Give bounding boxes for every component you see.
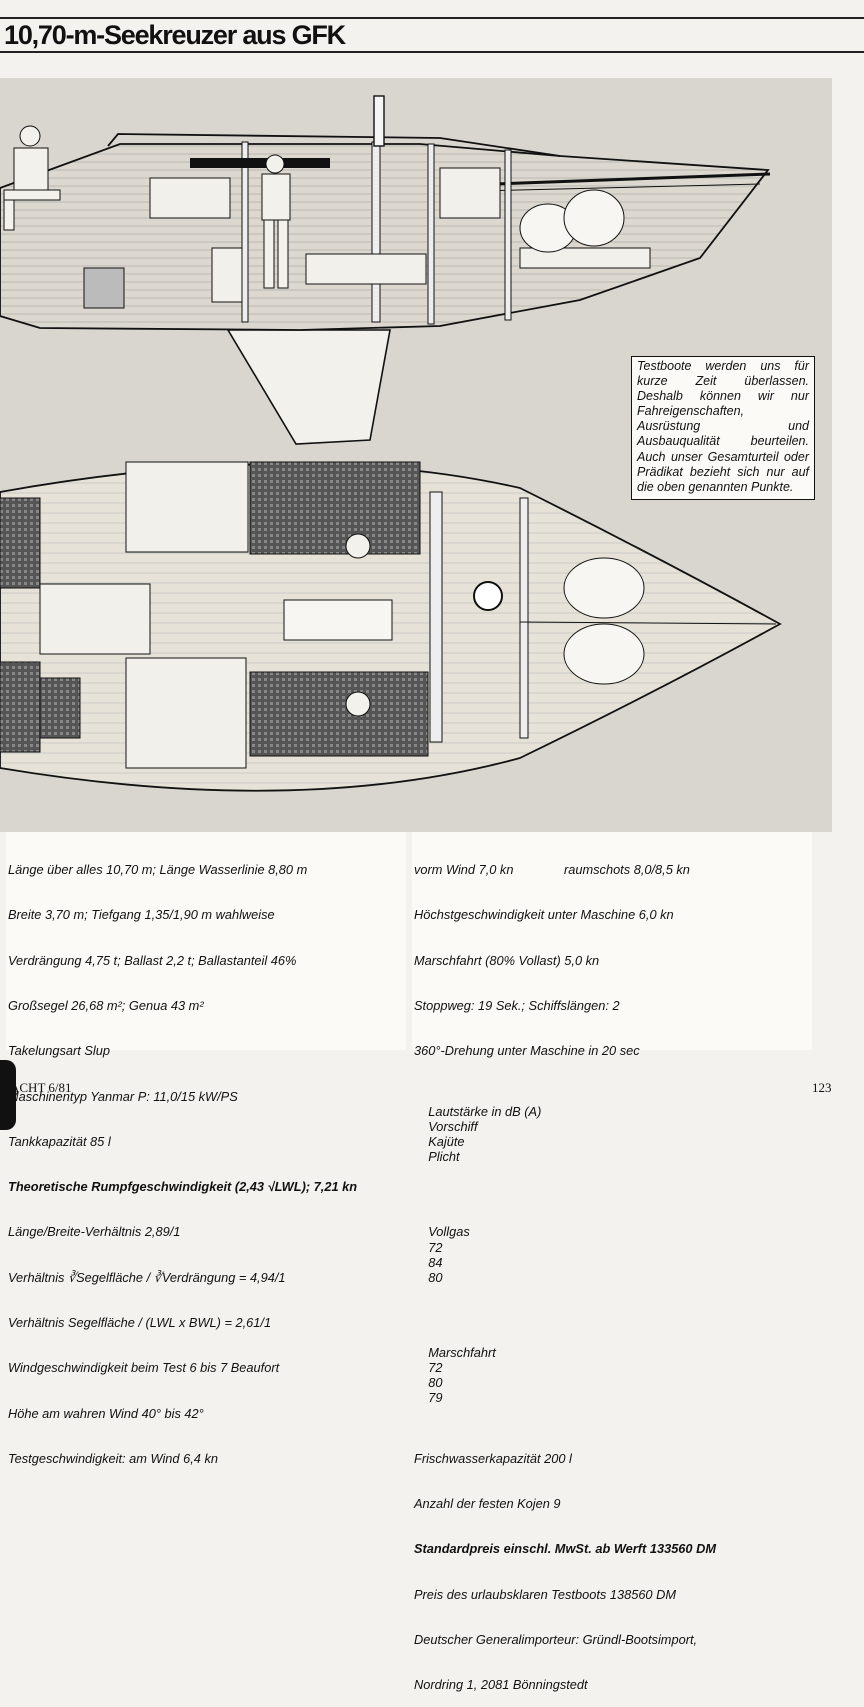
scan-edge-mark	[0, 1060, 16, 1130]
noise-table-header: Lautstärke in dB (A) Vorschiff Kajüte Pl…	[412, 1089, 812, 1180]
deck-plan	[0, 461, 782, 792]
spec-line: Verdrängung 4,75 t; Ballast 2,2 t; Balla…	[8, 952, 297, 968]
test-boat-notice: Testboote werden uns für kurze Zeit über…	[631, 356, 815, 500]
specs-right-panel: vorm Wind 7,0 kn raumschots 8,0/8,5 kn Hö…	[412, 832, 812, 1692]
noise-table-row: Marschfahrt 72 80 79	[412, 1330, 812, 1421]
noise-cell: 72	[428, 1239, 443, 1255]
title-rule	[0, 51, 864, 53]
spec-line: Verhältnis Segelfläche / (LWL x BWL) = 2…	[8, 1315, 272, 1330]
spec-line: Deutscher Generalimporteur: Gründl-Boots…	[414, 1631, 698, 1647]
page-title: 10,70-m-Seekreuzer aus GFK	[4, 20, 346, 50]
noise-header-col: Kajüte	[428, 1133, 465, 1149]
spec-line: Großsegel 26,68 m²; Genua 43 m²	[8, 998, 204, 1014]
spec-line: Breite 3,70 m; Tiefgang 1,35/1,90 m wahl…	[8, 907, 275, 923]
spec-line: Windgeschwindigkeit beim Test 6 bis 7 Be…	[8, 1360, 280, 1376]
person-figure	[261, 154, 291, 289]
noise-header-label: Lautstärke in dB (A)	[428, 1103, 542, 1119]
person-figure	[3, 125, 61, 231]
spec-line: Marschfahrt (80% Vollast) 5,0 kn	[414, 952, 600, 968]
spec-line: Länge/Breite-Verhältnis 2,89/1	[8, 1224, 181, 1240]
noise-row-label: Marschfahrt	[428, 1345, 496, 1361]
spec-line: Höhe am wahren Wind 40° bis 42°	[8, 1405, 204, 1421]
spec-line: Preis des urlaubsklaren Testboots 138560…	[414, 1586, 677, 1602]
spec-line: vorm Wind 7,0 kn raumschots 8,0/8,5 kn	[412, 862, 812, 877]
noise-cell: 80	[428, 1375, 443, 1391]
spec-line: Nordring 1, 2081 Bönningstedt	[414, 1677, 588, 1693]
notice-text: Testboote werden uns für kurze Zeit über…	[637, 359, 809, 494]
noise-header-col: Plicht	[428, 1148, 460, 1164]
spec-line: Testgeschwindigkeit: am Wind 6,4 kn	[8, 1450, 218, 1466]
noise-cell: 84	[428, 1254, 443, 1270]
top-rule	[0, 17, 864, 19]
spec-line: Verhältnis ∛Segelfläche / ∛Verdrängung =…	[8, 1269, 286, 1285]
noise-table-row: Vollgas 72 84 80	[412, 1209, 812, 1300]
spec-line: Anzahl der festen Kojen 9	[414, 1496, 561, 1512]
spec-line: Theoretische Rumpfgeschwindigkeit (2,43 …	[8, 1179, 358, 1195]
spec-line: Höchstgeschwindigkeit unter Maschine 6,0…	[414, 907, 674, 923]
spec-line: Tankkapazität 85 l	[8, 1133, 111, 1149]
noise-cell: 72	[428, 1360, 443, 1376]
side-profile	[0, 95, 771, 445]
spec-wind-reach: raumschots 8,0/8,5 kn	[564, 862, 690, 878]
spec-line: Maschinentyp Yanmar P: 11,0/15 kW/PS	[8, 1088, 238, 1104]
spec-line: Frischwasserkapazität 200 l	[414, 1450, 572, 1466]
specs-left-panel: Länge über alles 10,70 m; Länge Wasserli…	[6, 832, 406, 1466]
spec-line: Länge über alles 10,70 m; Länge Wasserli…	[8, 862, 308, 878]
spec-wind-downwind: vorm Wind 7,0 kn	[414, 862, 514, 878]
noise-cell: 79	[428, 1390, 443, 1406]
spec-line: 360°-Drehung unter Maschine in 20 sec	[414, 1043, 640, 1059]
spec-line: Standardpreis einschl. MwSt. ab Werft 13…	[414, 1541, 717, 1557]
spec-line: Stoppweg: 19 Sek.; Schiffslängen: 2	[414, 998, 620, 1014]
noise-row-label: Vollgas	[428, 1224, 470, 1240]
footer-page-number: 123	[812, 1080, 832, 1095]
noise-header-col: Vorschiff	[428, 1118, 478, 1134]
spec-line: Takelungsart Slup	[8, 1043, 110, 1059]
footer-magazine-issue: ACHT 6/81	[10, 1080, 72, 1095]
noise-cell: 80	[428, 1269, 443, 1285]
